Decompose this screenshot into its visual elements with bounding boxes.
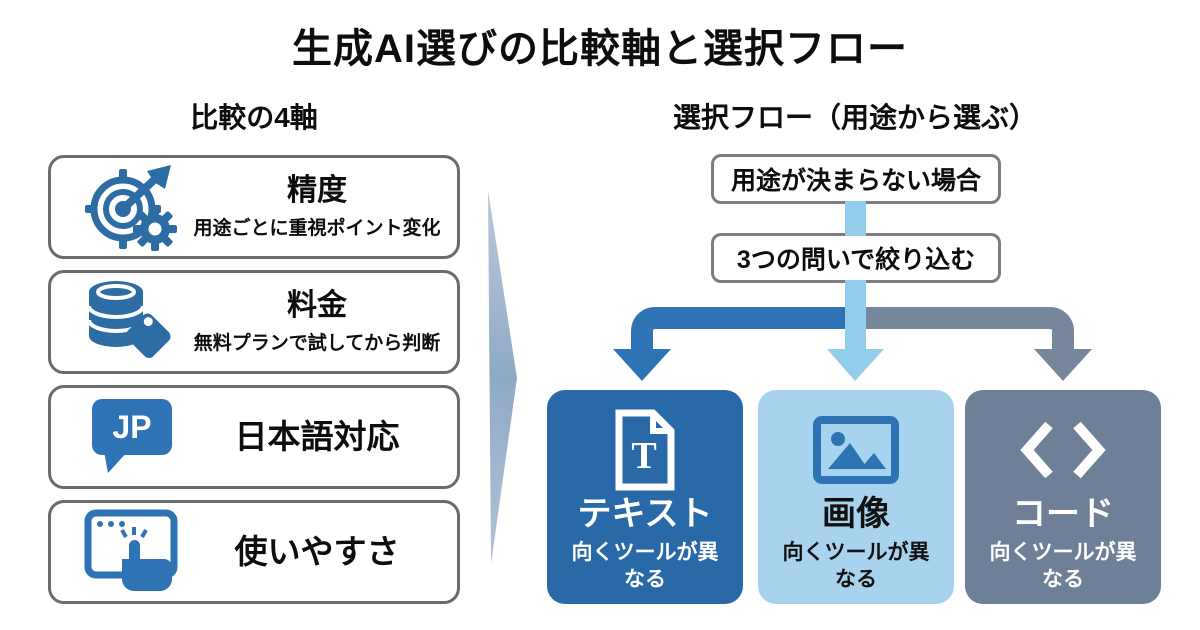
outcome-subtitle: 向くツールが異なる (989, 541, 1137, 591)
outcome-title: テキスト (577, 495, 713, 533)
axis-card-price: 料金 無料プランで試してから判断 (48, 270, 460, 374)
outcome-card-code: コード 向くツールが異なる (965, 390, 1161, 604)
arrow-down-text-icon (613, 349, 671, 381)
code-icon (1017, 404, 1109, 496)
arrow-down-code-icon (1034, 349, 1092, 381)
flow-step-label: 3つの問いで絞り込む (736, 246, 976, 274)
axis-title: 使いやすさ (234, 533, 400, 571)
flow-step-three-questions: 3つの問いで絞り込む (711, 233, 1001, 283)
click-window-icon (73, 503, 191, 601)
document-t-glyph: T (631, 435, 656, 477)
axis-title: 精度 (287, 174, 347, 208)
axis-title: 日本語対応 (234, 418, 400, 456)
outcome-subtitle: 向くツールが異なる (571, 541, 719, 591)
axis-card-accuracy: 精度 用途ごとに重視ポイント変化 (48, 155, 460, 259)
flow-step-undecided: 用途が決まらない場合 (711, 154, 1001, 204)
target-arrow-gear-icon (73, 158, 191, 256)
axis-title: 料金 (287, 289, 347, 323)
outcome-card-image: 画像 向くツールが異なる (758, 390, 954, 604)
arrow-down-image-icon (827, 349, 884, 381)
image-icon (812, 404, 900, 496)
jp-speech-bubble-icon: JP (73, 388, 191, 486)
page-title: 生成AI選びの比較軸と選択フロー (292, 27, 908, 71)
text-document-icon: T (613, 404, 677, 496)
left-panel-heading: 比較の4軸 (190, 102, 318, 133)
coin-stack-price-tag-icon (73, 273, 191, 371)
outcome-subtitle: 向くツールが異なる (782, 541, 930, 591)
jp-label: JP (112, 409, 151, 445)
outcome-title: コード (1012, 495, 1114, 533)
axis-subtitle: 無料プランで試してから判断 (193, 332, 441, 354)
flow-step-label: 用途が決まらない場合 (730, 167, 981, 195)
outcome-title: 画像 (822, 495, 890, 533)
axis-card-japanese: JP 日本語対応 (48, 385, 460, 489)
axis-subtitle: 用途ごとに重視ポイント変化 (193, 217, 441, 239)
right-panel-heading: 選択フロー（用途から選ぶ） (672, 102, 1037, 133)
outcome-card-text: T テキスト 向くツールが異なる (547, 390, 743, 604)
axis-card-usability: 使いやすさ (48, 500, 460, 604)
